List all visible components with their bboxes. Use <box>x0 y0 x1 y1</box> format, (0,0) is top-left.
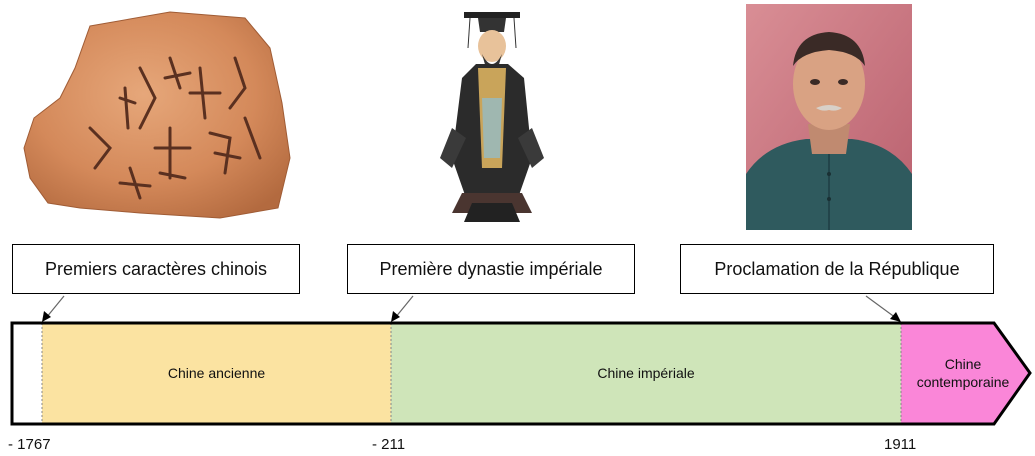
period-label-imperiale: Chine impériale <box>597 364 695 381</box>
period-bar-ancienne <box>42 323 391 424</box>
date-label-1: - 1767 <box>8 436 51 453</box>
oracle-bone-icon <box>23 11 291 219</box>
emperor-portrait-icon <box>440 12 544 222</box>
callout-premiere-dynastie: Première dynastie impériale <box>347 244 635 294</box>
callout-proclamation-republique: Proclamation de la République <box>680 244 994 294</box>
date-label-2: - 211 <box>372 436 406 453</box>
date-label-3: 1911 <box>884 436 917 453</box>
period-bar-imperiale <box>391 323 901 424</box>
period-label-ancienne: Chine ancienne <box>167 364 266 381</box>
period-bar-contemporaine <box>901 323 1030 424</box>
period-label-contemporaine: Chine contemporaine <box>916 356 1010 390</box>
portrait-photo-icon <box>746 4 912 230</box>
callout-premiers-caracteres: Premiers caractères chinois <box>12 244 300 294</box>
